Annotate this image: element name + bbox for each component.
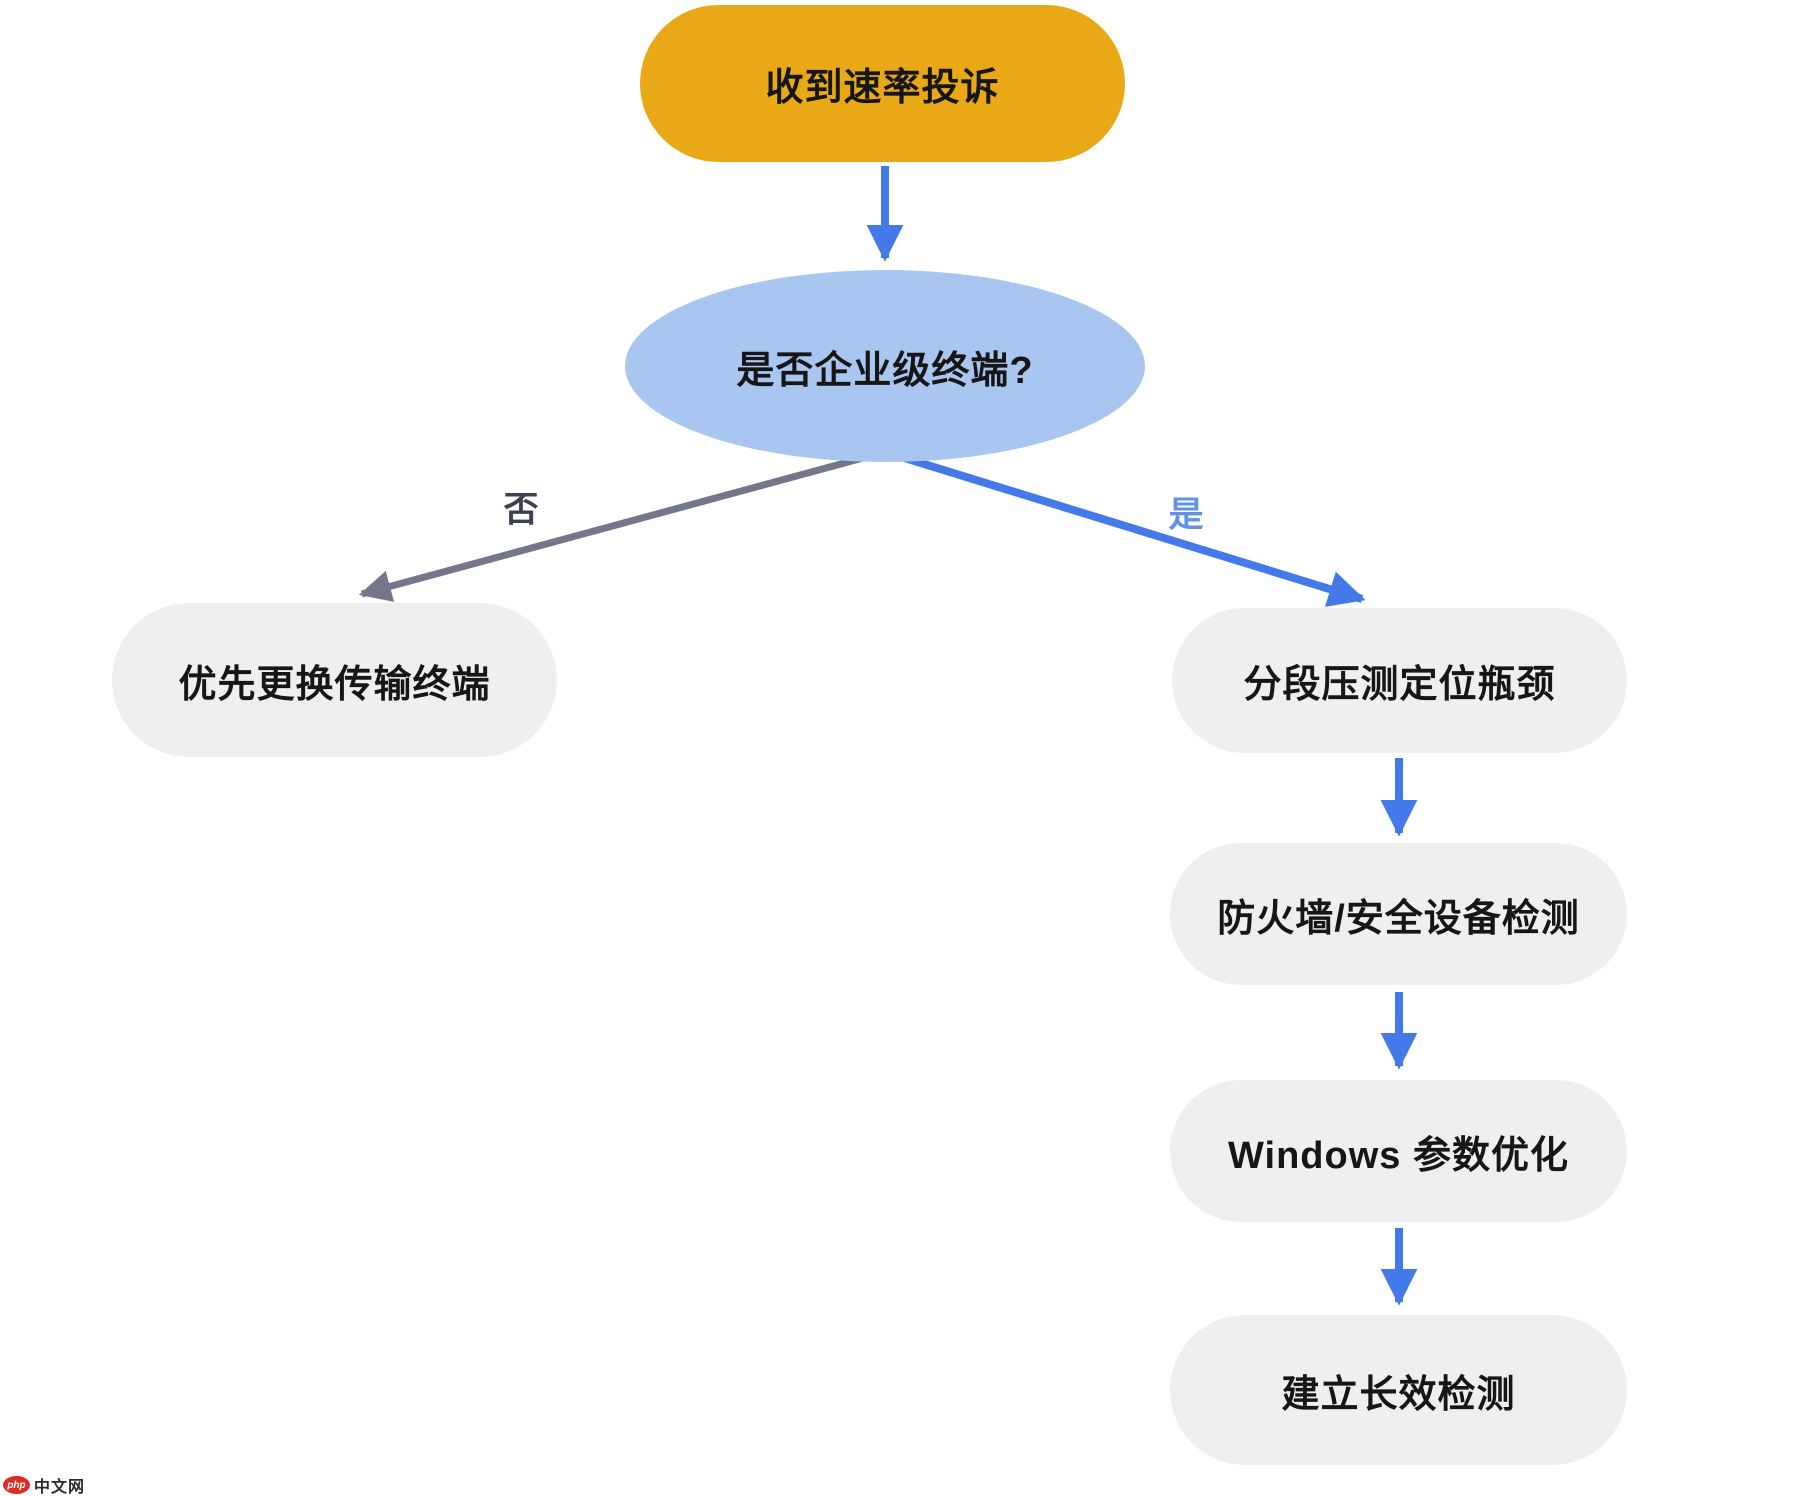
- node-yes-step1-label: 分段压测定位瓶颈: [1243, 664, 1556, 706]
- node-start: 收到速率投诉: [640, 5, 1125, 162]
- node-yes-step4: 建立长效检测: [1170, 1315, 1627, 1465]
- edge-label-no: 否: [503, 490, 539, 530]
- arrow-decision-to-no: [358, 448, 886, 602]
- node-no-action: 优先更换传输终端: [112, 603, 557, 757]
- node-yes-step3: Windows 参数优化: [1170, 1080, 1627, 1222]
- node-yes-step3-label: Windows 参数优化: [1228, 1134, 1569, 1177]
- node-decision: 是否企业级终端?: [625, 270, 1145, 462]
- node-yes-step1: 分段压测定位瓶颈: [1172, 608, 1627, 753]
- node-yes-step4-label: 建立长效检测: [1281, 1373, 1516, 1416]
- node-no-action-label: 优先更换传输终端: [178, 663, 491, 706]
- node-yes-step2: 防火墙/安全设备检测: [1170, 843, 1627, 985]
- node-yes-step2-label: 防火墙/安全设备检测: [1217, 897, 1580, 940]
- php-logo-icon: php: [3, 1476, 30, 1494]
- watermark-site-text: 中文网: [34, 1479, 86, 1496]
- php-logo-text: php: [7, 1479, 26, 1491]
- node-start-label: 收到速率投诉: [765, 67, 1000, 109]
- node-decision-label: 是否企业级终端?: [736, 349, 1034, 392]
- watermark: php 中文网: [3, 1473, 85, 1496]
- arrow-decision-to-yes: [883, 448, 1366, 607]
- edge-label-yes: 是: [1168, 495, 1204, 535]
